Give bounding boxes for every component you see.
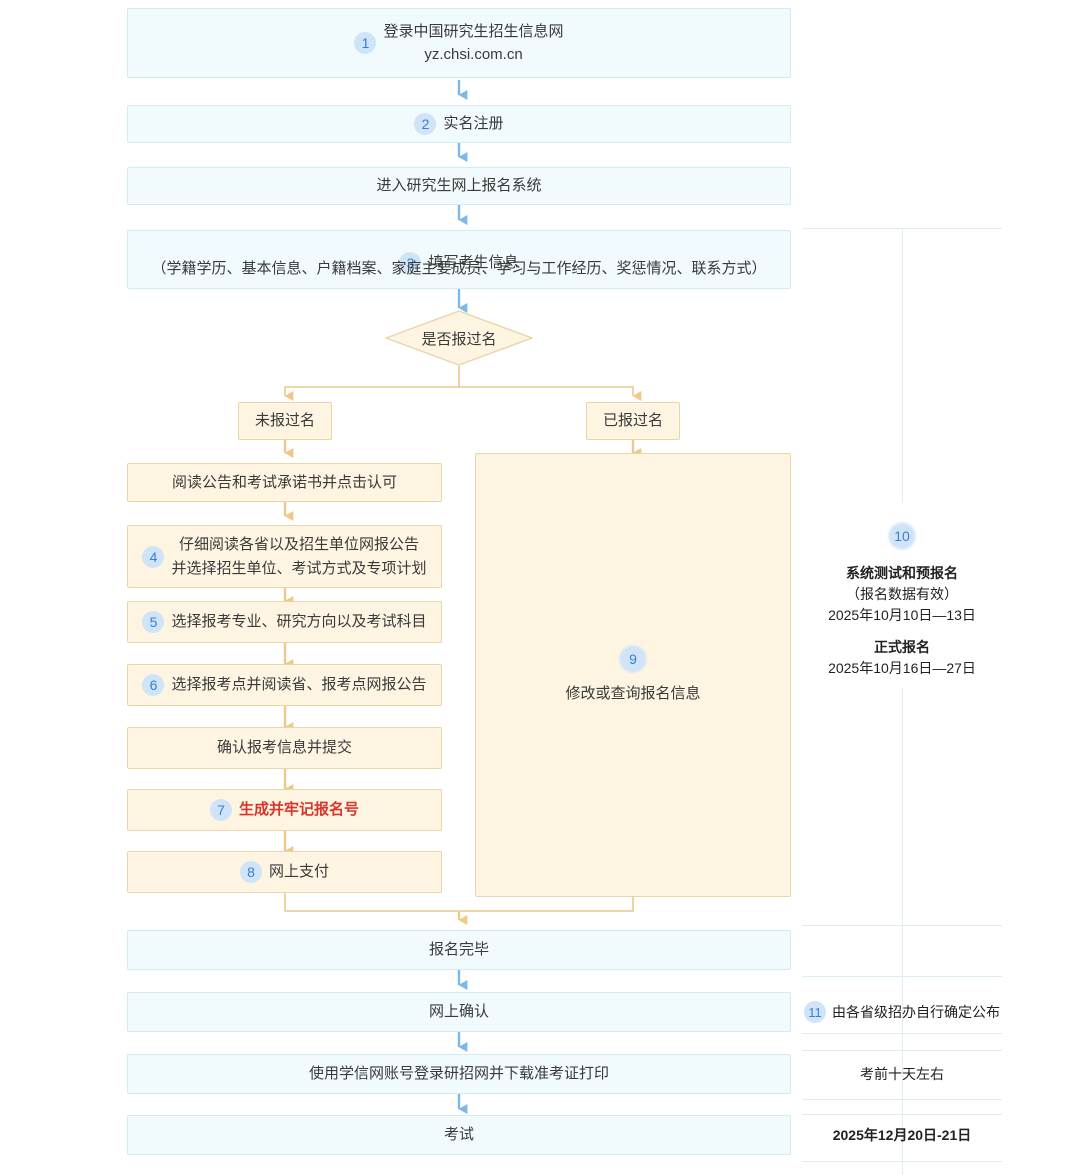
annotation-exam-date-note: 2025年12月20日-21日 xyxy=(802,1119,1002,1151)
flow-node-confirm-submit-label: 确认报考信息并提交 xyxy=(216,739,352,757)
grid-line-h-5 xyxy=(802,1099,1002,1100)
grid-line-h-7 xyxy=(802,1161,1002,1162)
flow-node-login-line2: yz.chsi.com.cn xyxy=(424,46,523,63)
branch-label-not-registered-text: 未报过名 xyxy=(254,412,315,430)
flow-node-login[interactable]: 1 登录中国研究生招生信息网 yz.chsi.com.cn xyxy=(127,8,791,78)
grid-line-v-upper xyxy=(902,228,903,503)
flow-node-online-payment[interactable]: 8 网上支付 xyxy=(127,851,442,893)
grid-line-h-4 xyxy=(802,1050,1002,1051)
step-badge-5: 5 xyxy=(142,611,165,633)
annotation-registration-window: 10 系统测试和预报名 （报名数据有效） 2025年10月10日—13日 正式报… xyxy=(802,512,1002,688)
flow-node-read-announcement[interactable]: 阅读公告和考试承诺书并点击认可 xyxy=(127,463,442,502)
step-badge-1: 1 xyxy=(354,32,377,54)
flow-node-realname-register[interactable]: 2 实名注册 xyxy=(127,105,791,143)
flow-node-select-major[interactable]: 5 选择报考专业、研究方向以及考试科目 xyxy=(127,601,442,643)
step-badge-10: 10 xyxy=(887,521,917,551)
flow-node-enter-system[interactable]: 进入研究生网上报名系统 xyxy=(127,167,791,205)
diamond-shape xyxy=(385,310,533,366)
flow-node-modify-or-query[interactable]: 9 修改或查询报名信息 xyxy=(475,453,791,897)
step-badge-4: 4 xyxy=(142,545,165,568)
annotation-admit-card-note-text: 考前十天左右 xyxy=(860,1066,944,1082)
flow-node-registration-complete-label: 报名完毕 xyxy=(428,941,489,959)
annotation-confirm-note-text: 由各省级招办自行确定公布 xyxy=(832,1004,1000,1020)
flow-node-read-province-announcement[interactable]: 4 仔细阅读各省以及招生单位网报公告 并选择招生单位、考试方式及专项计划 xyxy=(127,525,442,588)
flow-node-select-major-label: 选择报考专业、研究方向以及考试科目 xyxy=(171,613,427,631)
annotation-formal-title: 正式报名 xyxy=(874,639,930,655)
flow-node-online-payment-label: 网上支付 xyxy=(268,863,329,881)
annotation-pretest-dates: 2025年10月10日—13日 xyxy=(828,607,976,623)
flow-node-exam[interactable]: 考试 xyxy=(127,1115,791,1155)
flow-node-download-admit-card-label: 使用学信网账号登录研招网并下载准考证打印 xyxy=(308,1065,609,1083)
branch-label-already-registered-text: 已报过名 xyxy=(602,412,663,430)
flow-node-generate-registration-number-label: 生成并牢记报名号 xyxy=(238,801,359,819)
flow-node-read-announcement-label: 阅读公告和考试承诺书并点击认可 xyxy=(171,473,397,491)
flow-node-generate-registration-number[interactable]: 7 生成并牢记报名号 xyxy=(127,789,442,831)
flow-node-modify-or-query-label: 修改或查询报名信息 xyxy=(565,685,701,703)
flow-node-registration-complete[interactable]: 报名完毕 xyxy=(127,930,791,970)
decision-label: 是否报过名 xyxy=(421,330,497,348)
flow-node-exam-label: 考试 xyxy=(443,1126,474,1144)
grid-line-h-6 xyxy=(802,1114,1002,1115)
flow-node-realname-register-label: 实名注册 xyxy=(443,115,504,133)
step-badge-3: 3 xyxy=(399,252,422,275)
grid-line-h-1 xyxy=(802,925,1002,926)
annotation-formal-dates: 2025年10月16日—27日 xyxy=(828,660,976,676)
annotation-pretest-title: 系统测试和预报名 xyxy=(846,565,958,581)
annotation-confirm-note: 11 由各省级招办自行确定公布 xyxy=(802,996,1002,1028)
flow-node-select-exam-site[interactable]: 6 选择报考点并阅读省、报考点网报公告 xyxy=(127,664,442,706)
flow-node-fill-candidate-info-detail: （学籍学历、基本信息、户籍档案、家庭主要成员、学习与工作经历、奖惩情况、联系方式… xyxy=(151,259,767,277)
flow-node-login-line1: 登录中国研究生招生信息网 xyxy=(383,22,564,40)
flow-node-select-exam-site-label: 选择报考点并阅读省、报考点网报公告 xyxy=(171,676,427,694)
flow-node-enter-system-label: 进入研究生网上报名系统 xyxy=(376,177,542,195)
grid-line-h-3 xyxy=(802,1033,1002,1034)
flow-node-online-confirmation-label: 网上确认 xyxy=(428,1003,489,1021)
annotation-exam-date-note-text: 2025年12月20日-21日 xyxy=(832,1127,972,1143)
step-badge-8: 8 xyxy=(239,861,262,883)
step-badge-2: 2 xyxy=(414,113,437,135)
flow-node-read-province-announcement-line1: 仔细阅读各省以及招生单位网报公告 xyxy=(178,536,419,554)
branch-label-not-registered[interactable]: 未报过名 xyxy=(238,402,332,440)
grid-line-h-2 xyxy=(802,976,1002,977)
step-badge-7: 7 xyxy=(209,799,232,821)
flow-node-read-province-announcement-line2: 并选择招生单位、考试方式及专项计划 xyxy=(171,559,427,577)
step-badge-6: 6 xyxy=(142,674,165,696)
flow-node-download-admit-card[interactable]: 使用学信网账号登录研招网并下载准考证打印 xyxy=(127,1054,791,1094)
flow-node-confirm-submit[interactable]: 确认报考信息并提交 xyxy=(127,727,442,769)
annotation-pretest-note: （报名数据有效） xyxy=(846,586,958,602)
flow-node-online-confirmation[interactable]: 网上确认 xyxy=(127,992,791,1032)
flow-node-fill-candidate-info[interactable]: 3 填写考生信息 （学籍学历、基本信息、户籍档案、家庭主要成员、学习与工作经历、… xyxy=(127,230,791,289)
annotation-admit-card-note: 考前十天左右 xyxy=(802,1058,1002,1090)
step-badge-9: 9 xyxy=(617,644,648,675)
branch-label-already-registered[interactable]: 已报过名 xyxy=(586,402,680,440)
decision-has-registered[interactable]: 是否报过名 xyxy=(385,310,533,366)
flow-node-fill-candidate-info-title: 填写考生信息 xyxy=(428,254,519,272)
grid-line-v-lower xyxy=(902,688,903,1175)
step-badge-11: 11 xyxy=(804,1001,826,1023)
